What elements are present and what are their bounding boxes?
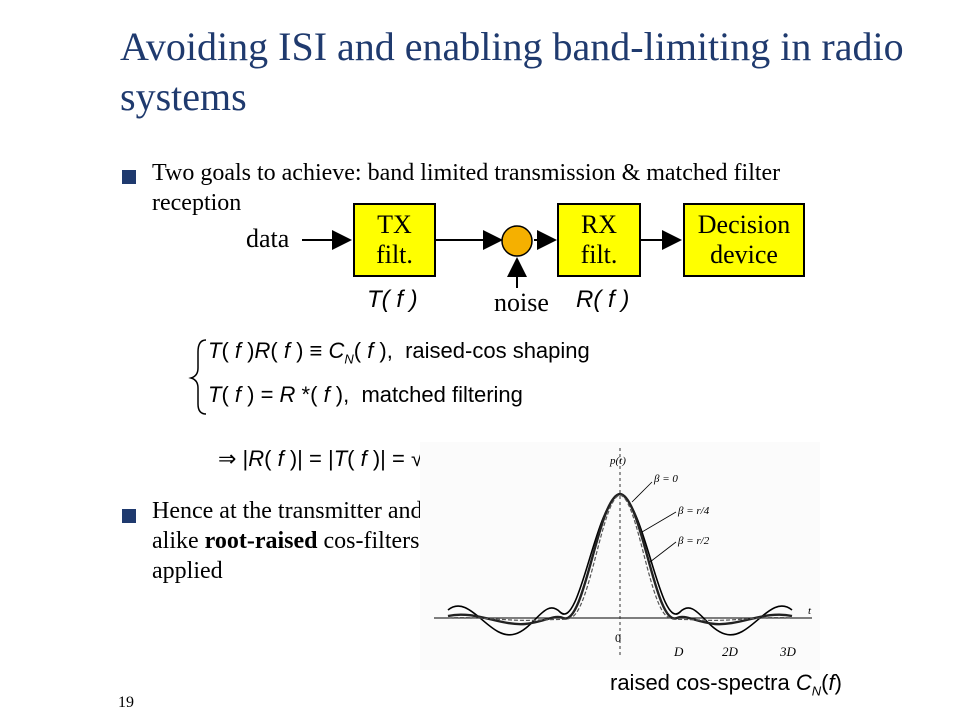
decision-label-2: device — [710, 240, 778, 269]
tx-label-1: TX — [377, 210, 412, 239]
noise-label: noise — [494, 288, 549, 317]
tick-2d: 2D — [722, 644, 739, 659]
figure-caption: raised cos-spectra CN(f) — [610, 670, 842, 699]
rx-label-2: filt. — [580, 240, 618, 269]
rx-transfer-fn: R( f ) — [576, 286, 630, 313]
beta-label-r2: β = r/2 — [677, 535, 710, 547]
equation-raised-cos: T( f )R( f ) ≡ CN( f ), raised-cos shapi… — [208, 338, 590, 367]
tick-d: D — [673, 644, 684, 659]
tx-filter-box: TX filt. — [353, 203, 436, 277]
equation-matched: T( f ) = R *( f ), matched filtering — [208, 382, 523, 407]
bullet-goals: Two goals to achieve: band limited trans… — [152, 160, 781, 216]
rx-label-1: RX — [580, 210, 618, 239]
data-label: data — [246, 224, 290, 253]
tx-label-2: filt. — [376, 240, 413, 269]
decision-label-1: Decision — [697, 210, 791, 239]
decision-device-box: Decision device — [683, 203, 805, 277]
caption-text: raised cos-spectra — [610, 670, 790, 695]
eq1-label: raised-cos shaping — [405, 338, 590, 363]
bullet-bold: root-raised — [204, 528, 318, 554]
slide-number: 19 — [118, 694, 134, 711]
tick-3d: 3D — [779, 644, 797, 659]
curve-beta-r4 — [447, 492, 793, 626]
beta-label-r4: β = r/4 — [677, 505, 710, 517]
bullet-marker — [122, 509, 136, 523]
origin-label: 0 — [615, 631, 621, 645]
rx-filter-box: RX filt. — [557, 203, 641, 277]
raised-cos-figure: p(t) t 0 D 2D 3D β = 0 β = r/4 β = r/2 — [420, 442, 820, 670]
noise-summer — [501, 225, 533, 257]
eq2-label: matched filtering — [361, 382, 523, 407]
tx-transfer-fn: T( f ) — [367, 286, 418, 313]
curve-beta-r2 — [447, 494, 793, 621]
bullet-marker — [122, 170, 136, 184]
slide-title: Avoiding ISI and enabling band-limiting … — [120, 24, 904, 119]
y-axis-label: p(t) — [609, 455, 626, 467]
x-axis-label: t — [808, 605, 812, 617]
pulse-plot: p(t) t 0 D 2D 3D β = 0 β = r/4 β = r/2 — [434, 448, 812, 659]
beta-label-0: β = 0 — [653, 473, 678, 485]
